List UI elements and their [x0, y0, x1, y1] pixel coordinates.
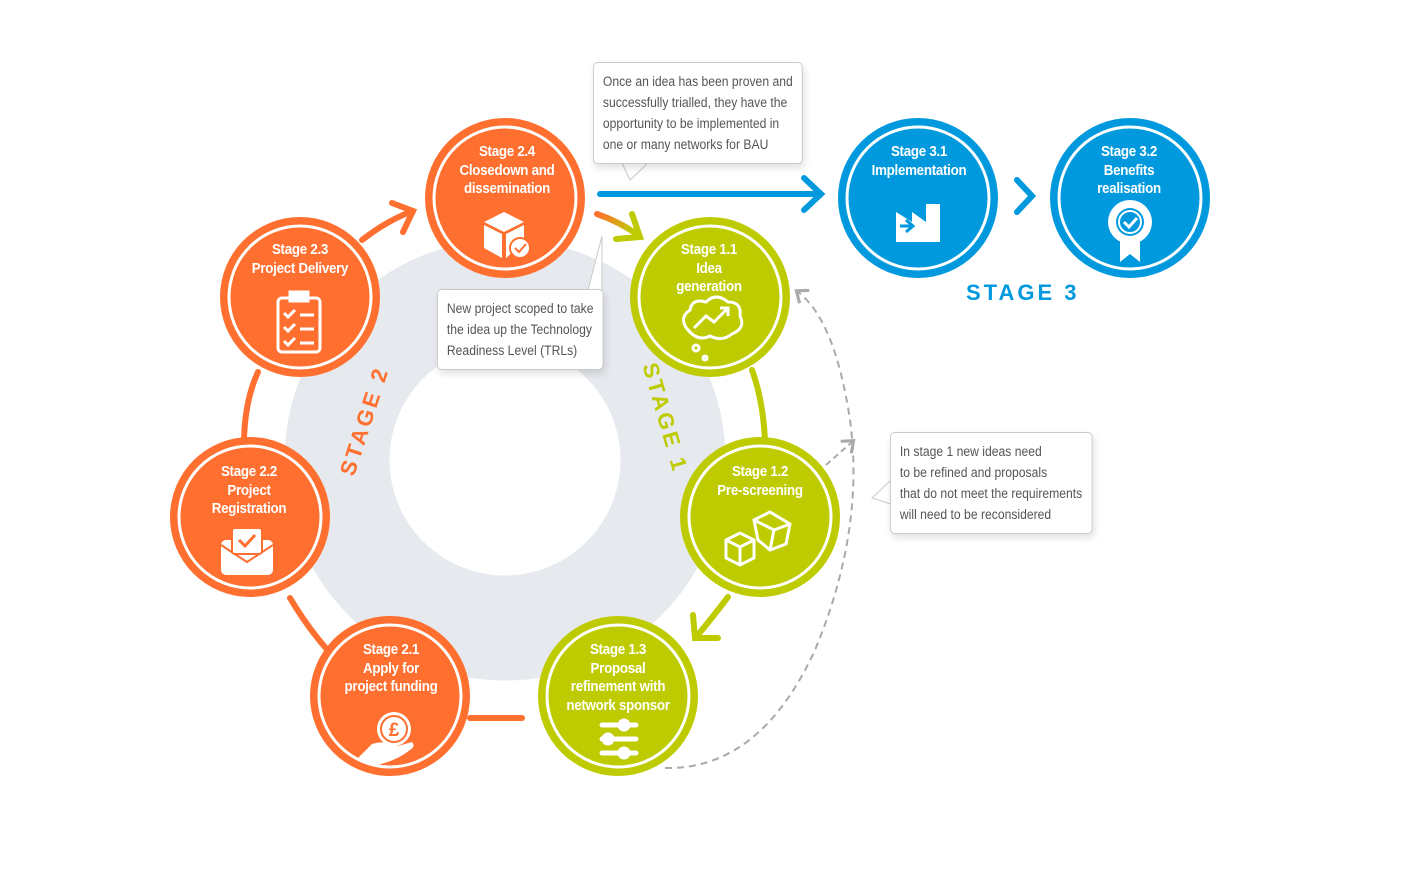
label-line: realisation [1097, 181, 1161, 197]
callout-line: the idea up the Technology [446, 322, 592, 337]
callout-line: opportunity to be implemented in [602, 116, 780, 131]
callout-line: one or many networks for BAU [602, 137, 769, 152]
label-line: Stage 1.3 [589, 642, 647, 658]
arrowhead-1.2-1.3 [690, 612, 721, 641]
hand-pound-coin-icon: £ [356, 712, 414, 766]
label-line: Stage 1.1 [680, 242, 738, 258]
blocks-icon [724, 510, 792, 567]
callout-line: Once an idea has been proven and [602, 74, 793, 89]
label-line: Stage 2.2 [220, 464, 278, 480]
callout-line: that do not meet the requirements [899, 486, 1083, 501]
callout-bau-pointer [621, 162, 649, 181]
label-line: Project Delivery [251, 260, 349, 277]
label-line: Implementation [871, 162, 967, 179]
label-line: Benefits [1103, 162, 1155, 179]
node-circle-1.3 [538, 616, 698, 776]
arrowhead-2.3-2.4 [389, 200, 418, 235]
label-line: Closedown and [459, 162, 555, 179]
clipboard-checklist-icon [276, 290, 322, 354]
svg-text:£: £ [389, 720, 400, 741]
label-line: Proposal [590, 660, 646, 677]
connector-2.2-2.3 [241, 369, 261, 443]
feedback-loop-dashed-arrow [664, 288, 855, 770]
label-line: project funding [344, 679, 438, 695]
callout-line: Readiness Level (TRLs) [446, 343, 578, 358]
node-circle-1.1 [630, 217, 790, 377]
arrowhead-to-stage3 [801, 175, 826, 213]
label-line: Idea [696, 260, 722, 277]
callout-line: will need to be reconsidered [899, 507, 1052, 522]
feedback-branch-dashed-arrow [825, 438, 856, 466]
label-line: Stage 2.3 [271, 242, 329, 258]
thought-cloud-growth-icon [682, 295, 744, 362]
arrow-2.3-2.4 [359, 209, 413, 243]
arrow-2.4-1.1 [594, 211, 641, 238]
label-line: Project [227, 482, 271, 499]
callout-stage1-pointer [871, 479, 892, 505]
callout-stage1-reconsider: In stage 1 new ideas need to be refined a… [890, 432, 1093, 534]
envelope-check-icon [220, 527, 274, 575]
node-circle-2.1 [310, 616, 470, 776]
node-circle-2.2 [170, 437, 330, 597]
arrow-1.2-1.3 [694, 594, 731, 639]
sliders-icon [599, 718, 639, 760]
callout-trl: New project scoped to take the idea up th… [437, 289, 604, 370]
label-line: Stage 2.4 [478, 144, 536, 160]
node-circle-3.1 [838, 118, 998, 278]
label-line: Pre-screening [717, 482, 803, 499]
callout-trl-pointer [587, 235, 603, 291]
label-line: refinement with [570, 679, 666, 695]
callout-line: New project scoped to take [446, 301, 594, 316]
arrowhead-2.4-1.1 [613, 211, 645, 242]
arrow-3.1-3.2 [1014, 177, 1037, 215]
label-line: Stage 3.1 [890, 144, 948, 160]
callout-bau: Once an idea has been proven and successf… [593, 62, 803, 164]
label-line: dissemination [463, 181, 551, 197]
label-line: Stage 2.1 [362, 642, 420, 658]
label-line: Registration [211, 501, 287, 517]
callout-line: In stage 1 new ideas need [899, 444, 1042, 459]
label-line: Stage 3.2 [1100, 144, 1158, 160]
factory-icon [896, 204, 940, 242]
label-line: network sponsor [566, 697, 670, 714]
label-line: Stage 1.2 [731, 464, 789, 480]
award-badge-icon [1108, 200, 1152, 262]
label-line: Apply for [362, 660, 420, 677]
connector-1.1-1.2 [749, 367, 768, 443]
node-circle-2.4 [425, 118, 585, 278]
callout-line: to be refined and proposals [899, 465, 1048, 480]
box-check-icon [484, 212, 531, 259]
node-circle-3.2 [1050, 118, 1210, 278]
callout-line: successfully trialled, they have the [602, 95, 788, 110]
label-line: generation [676, 279, 742, 295]
stage-3-label: STAGE 3 [966, 280, 1080, 305]
